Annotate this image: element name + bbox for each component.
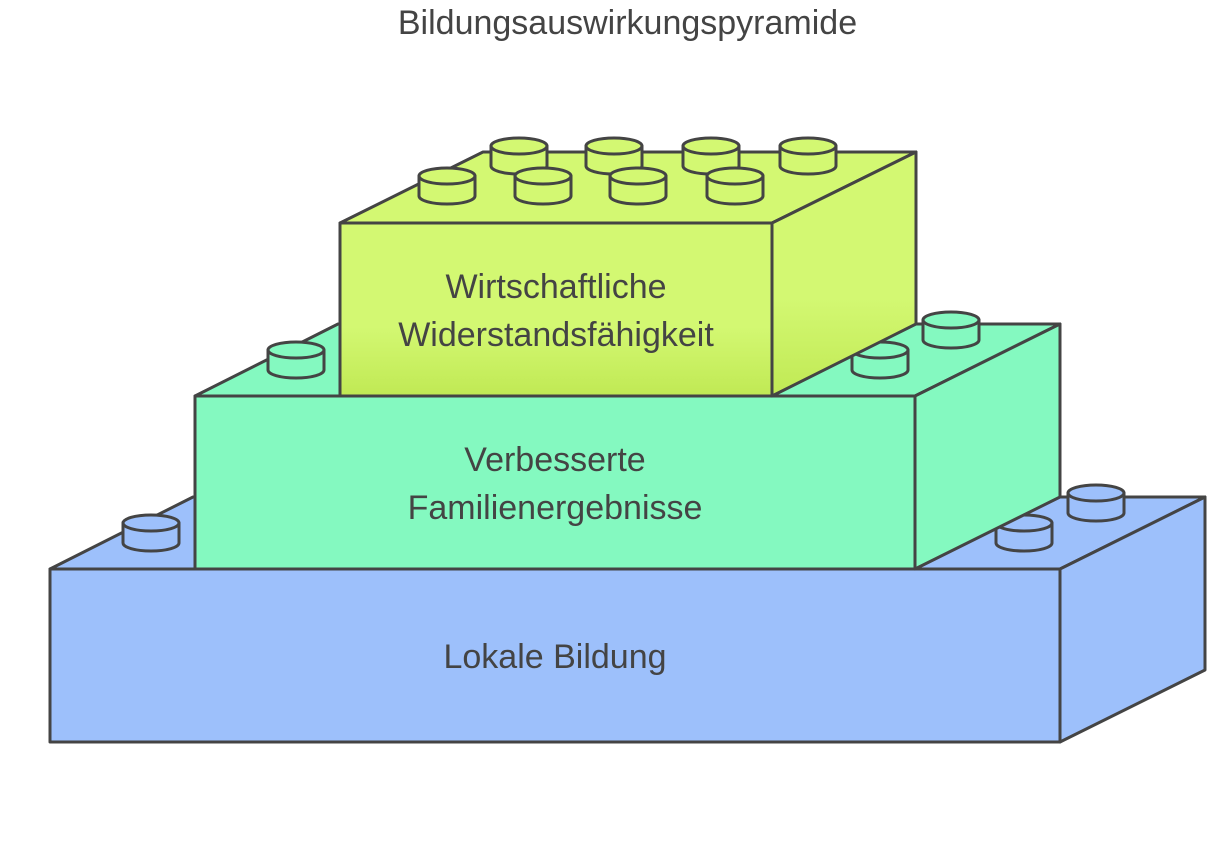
stud <box>921 310 981 350</box>
block-top-front-face <box>338 221 774 398</box>
block-middle-front-face <box>193 394 917 571</box>
stud <box>778 136 838 176</box>
block-bottom-studs <box>121 483 1126 553</box>
stud <box>1066 483 1126 523</box>
label-top-line1: Wirtschaftliche <box>445 268 666 306</box>
block-middle-studs <box>266 310 981 380</box>
block-top-studs <box>417 136 838 206</box>
label-top-line2: Widerstandsfähigkeit <box>398 316 714 354</box>
label-bottom: Lokale Bildung <box>443 638 666 676</box>
stud <box>266 340 326 380</box>
stud <box>705 166 765 206</box>
label-middle-line1: Verbesserte <box>464 441 645 479</box>
stud <box>608 166 668 206</box>
block-top <box>338 136 918 398</box>
stud <box>121 513 181 553</box>
stud <box>513 166 573 206</box>
diagram-title: Bildungsauswirkungspyramide <box>397 4 858 42</box>
label-middle-line2: Familienergebnisse <box>408 489 703 527</box>
block-bottom-front-face <box>48 567 1062 744</box>
stud <box>417 166 477 206</box>
